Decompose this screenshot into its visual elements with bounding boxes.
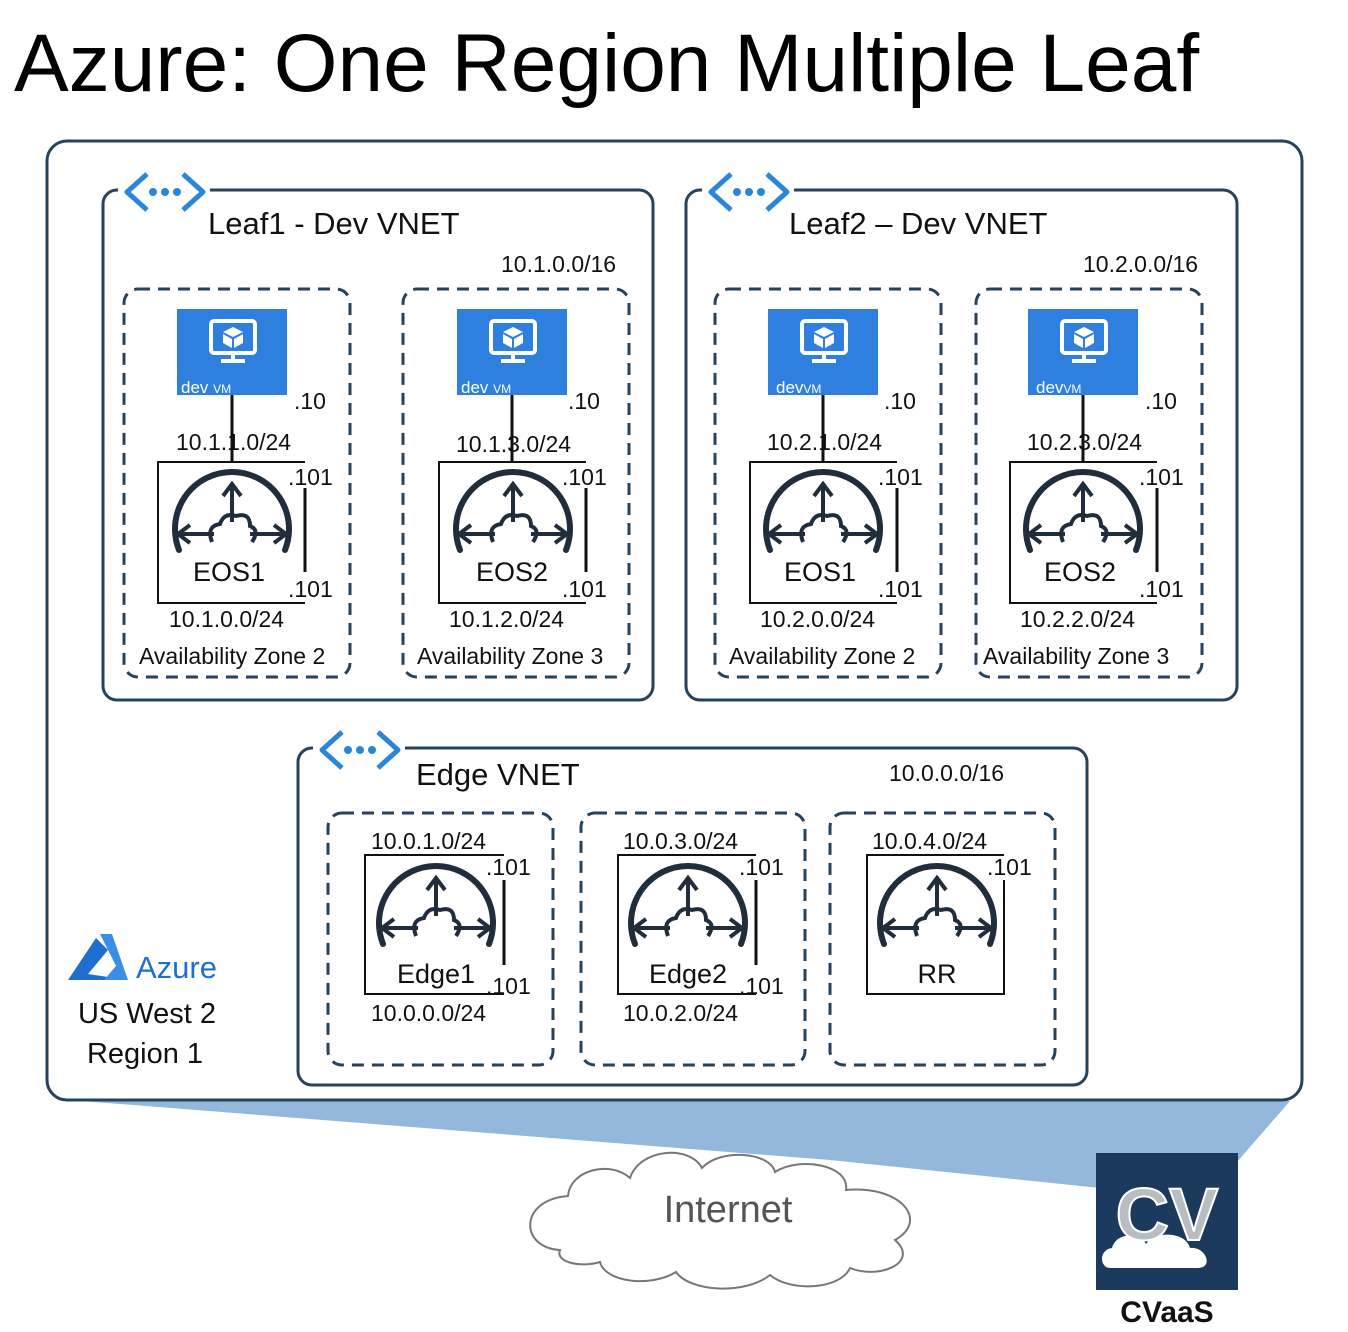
vm-ip: .10 <box>294 388 326 414</box>
router-ip-top: .101 <box>486 854 531 880</box>
edge-vnet: Edge VNET 10.0.0.0/16 10.0.1.0/24 Edge1 … <box>296 730 1089 1087</box>
svg-text:dev VM: dev VM <box>461 378 511 397</box>
vnet-name: Edge VNET <box>416 757 580 792</box>
zone-label: Availability Zone 2 <box>139 643 325 669</box>
router-name: Edge1 <box>397 959 475 989</box>
router-ip-bottom: .101 <box>288 576 333 602</box>
router-name: EOS1 <box>193 557 265 587</box>
upper-subnet: 10.1.3.0/24 <box>456 431 571 457</box>
zone-label: Availability Zone 2 <box>729 643 915 669</box>
svg-text:dev VM: dev VM <box>181 378 231 397</box>
region-line2: Region 1 <box>87 1038 203 1070</box>
lower-subnet: 10.0.0.0/24 <box>371 1000 486 1026</box>
vnet-cidr: 10.0.0.0/16 <box>889 760 1004 786</box>
router-name: EOS2 <box>476 557 548 587</box>
cvaas-logo-text: CV <box>1116 1173 1219 1256</box>
upper-subnet: 10.2.1.0/24 <box>767 429 882 455</box>
edge-zone: 10.0.3.0/24 Edge2 .101 .101 10.0.2.0/24 <box>579 811 807 1067</box>
router-ip-bottom: .101 <box>878 576 923 602</box>
lower-subnet: 10.2.2.0/24 <box>1020 606 1135 632</box>
upper-subnet: 10.2.3.0/24 <box>1027 429 1142 455</box>
vm-ip: .10 <box>568 388 600 414</box>
vnet-name: Leaf1 - Dev VNET <box>208 206 460 241</box>
lower-subnet: 10.0.2.0/24 <box>623 1000 738 1026</box>
leaf2-vnet: Leaf2 – Dev VNET 10.2.0.0/16 devVM .10 1… <box>684 172 1239 702</box>
router-ip-top: .101 <box>288 464 333 490</box>
svg-text:devVM: devVM <box>776 378 821 397</box>
router-ip-top: .101 <box>562 464 607 490</box>
upper-subnet: 10.0.3.0/24 <box>623 828 738 854</box>
vnet-cidr: 10.2.0.0/16 <box>1083 251 1198 277</box>
upper-subnet: 10.0.1.0/24 <box>371 828 486 854</box>
svg-text:devVM: devVM <box>1036 378 1081 397</box>
router-ip-bottom: .101 <box>1139 576 1184 602</box>
lower-subnet: 10.1.2.0/24 <box>449 606 564 632</box>
lower-subnet: 10.2.0.0/24 <box>760 606 875 632</box>
cvaas-label: CVaaS <box>1120 1296 1213 1329</box>
availability-zone: dev VM .10 10.1.3.0/24 EOS2 .101 .101 10… <box>401 287 631 679</box>
azure-logo-icon <box>68 934 128 980</box>
vm-ip: .10 <box>884 388 916 414</box>
region-line1: US West 2 <box>78 998 216 1030</box>
router-ip-top: .101 <box>987 854 1032 880</box>
vm-label-prefix: dev <box>1036 378 1064 397</box>
availability-zone: dev VM .10 10.1.1.0/24 EOS1 .101 .101 10… <box>122 287 352 679</box>
vm-label-suffix: VM <box>493 382 511 396</box>
upper-subnet: 10.1.1.0/24 <box>176 429 291 455</box>
internet-cloud: Internet <box>529 1151 911 1290</box>
leaf1-vnet: Leaf1 - Dev VNET 10.1.0.0/16 dev VM .10 … <box>101 172 655 702</box>
vm-label-prefix: dev <box>181 378 209 397</box>
router-ip-bottom: .101 <box>562 576 607 602</box>
router-ip-top: .101 <box>739 854 784 880</box>
router-name: EOS1 <box>784 557 856 587</box>
azure-brand: Azure <box>136 950 217 985</box>
connection-beam <box>82 1101 1290 1188</box>
cvaas-logo: CV CVaaS <box>1096 1153 1238 1329</box>
vm-label-prefix: dev <box>776 378 804 397</box>
page-title: Azure: One Region Multiple Leaf <box>14 18 1200 109</box>
router-ip-top: .101 <box>878 464 923 490</box>
internet-label: Internet <box>664 1189 793 1231</box>
availability-zone: devVM .10 10.2.3.0/24 EOS2 .101 .101 10.… <box>974 287 1204 679</box>
vm-label-suffix: VM <box>213 382 231 396</box>
vm-label-suffix: VM <box>1063 382 1081 396</box>
vnet-cidr: 10.1.0.0/16 <box>501 251 616 277</box>
router-ip-bottom: .101 <box>486 973 531 999</box>
azure-region-label: Azure US West 2 Region 1 <box>68 934 217 1070</box>
router-ip-bottom: .101 <box>739 973 784 999</box>
router-name: RR <box>918 959 957 989</box>
zone-label: Availability Zone 3 <box>983 643 1169 669</box>
vm-label-prefix: dev <box>461 378 489 397</box>
vm-label-suffix: VM <box>803 382 821 396</box>
availability-zone: devVM .10 10.2.1.0/24 EOS1 .101 .101 10.… <box>713 287 943 679</box>
zone-label: Availability Zone 3 <box>417 643 603 669</box>
router-name: Edge2 <box>649 959 727 989</box>
lower-subnet: 10.1.0.0/24 <box>169 606 284 632</box>
vm-ip: .10 <box>1145 388 1177 414</box>
router-name: EOS2 <box>1044 557 1116 587</box>
rr-zone: 10.0.4.0/24 RR .101 <box>828 811 1057 1067</box>
edge-zone: 10.0.1.0/24 Edge1 .101 .101 10.0.0.0/24 <box>326 811 555 1067</box>
upper-subnet: 10.0.4.0/24 <box>872 828 987 854</box>
router-ip-top: .101 <box>1139 464 1184 490</box>
vnet-name: Leaf2 – Dev VNET <box>789 206 1048 241</box>
